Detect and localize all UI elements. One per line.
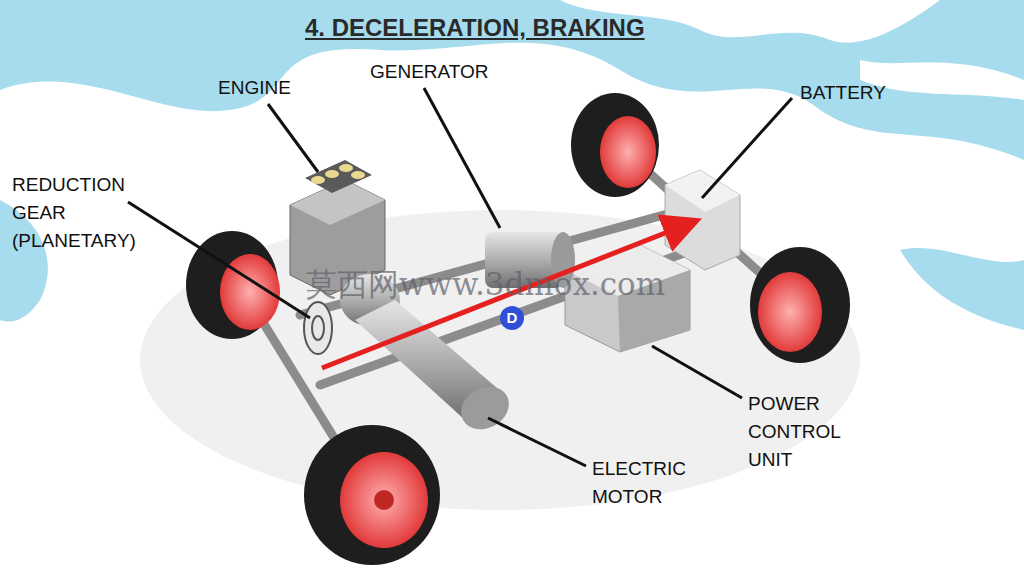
watermark: 莫西网www.3dmox.com xyxy=(306,266,665,302)
logo-circle xyxy=(500,306,524,330)
floor-shadow xyxy=(140,210,860,510)
part-label: POWER CONTROL UNIT xyxy=(748,390,853,474)
wheel xyxy=(304,425,440,565)
wheel xyxy=(571,93,659,197)
part-label: GENERATOR xyxy=(370,58,489,86)
battery-box xyxy=(665,170,740,270)
diagram-title: 4. DECELERATION, BRAKING xyxy=(305,14,645,42)
background-blob xyxy=(0,43,1024,576)
part-label: REDUCTION GEAR (PLANETARY) xyxy=(12,171,152,255)
part-label: BATTERY xyxy=(800,79,886,107)
leader-lines xyxy=(128,88,792,466)
wheel xyxy=(750,247,850,363)
logo-letter: D xyxy=(500,306,524,330)
part-label: ELECTRIC MOTOR xyxy=(592,455,697,511)
chassis-rods xyxy=(240,160,790,480)
part-label: ENGINE xyxy=(218,74,291,102)
planetary-gear xyxy=(304,302,332,354)
floor-shadow xyxy=(100,150,940,530)
